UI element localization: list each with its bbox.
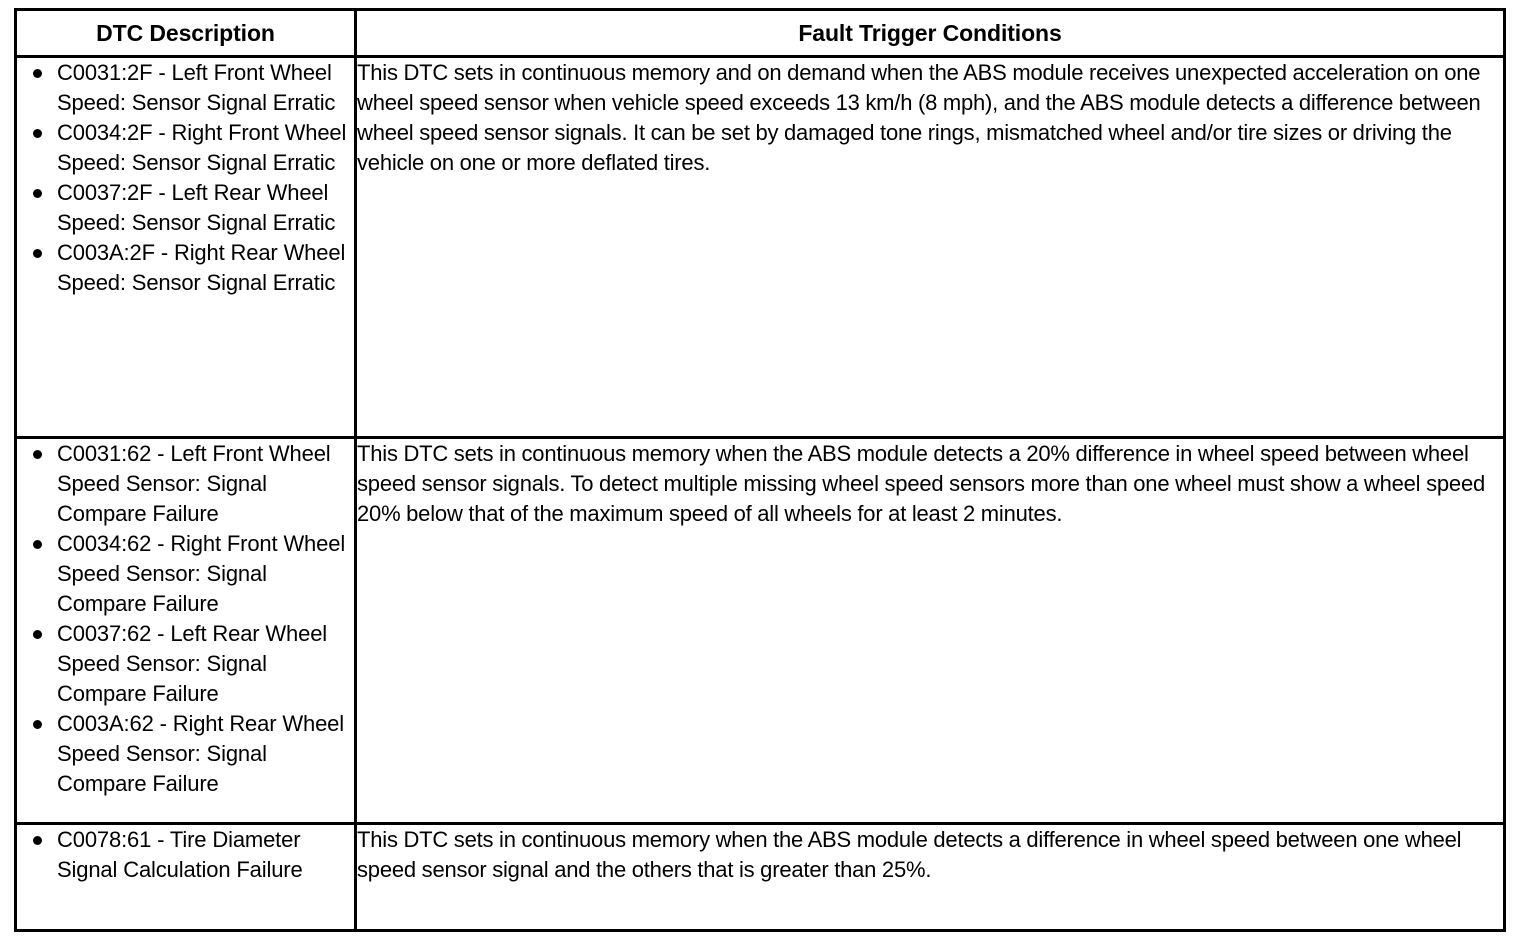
condition-text: This DTC sets in continuous memory when … bbox=[357, 827, 1462, 882]
bullet-icon bbox=[33, 630, 42, 639]
dtc-description-cell: C0078:61 - Tire Diameter Signal Calculat… bbox=[14, 822, 357, 932]
table-header-row: DTC Description Fault Trigger Conditions bbox=[14, 8, 1506, 58]
table-row: C0031:2F - Left Front Wheel Speed: Senso… bbox=[14, 55, 1506, 439]
list-item: C0078:61 - Tire Diameter Signal Calculat… bbox=[17, 825, 354, 885]
dtc-code-label: C0031:62 - Left Front Wheel Speed Sensor… bbox=[57, 441, 331, 526]
dtc-code-label: C0037:62 - Left Rear Wheel Speed Sensor:… bbox=[57, 621, 328, 706]
bullet-icon bbox=[33, 69, 42, 78]
dtc-code-label: C0034:62 - Right Front Wheel Speed Senso… bbox=[57, 531, 346, 616]
bullet-icon bbox=[33, 836, 42, 845]
dtc-fault-conditions-table: DTC Description Fault Trigger Conditions… bbox=[14, 8, 1506, 932]
list-item: C0034:2F - Right Front Wheel Speed: Sens… bbox=[17, 118, 354, 178]
dtc-code-label: C0031:2F - Left Front Wheel Speed: Senso… bbox=[57, 60, 336, 115]
dtc-list: C0031:2F - Left Front Wheel Speed: Senso… bbox=[17, 58, 354, 298]
bullet-icon bbox=[33, 540, 42, 549]
list-item: C0037:62 - Left Rear Wheel Speed Sensor:… bbox=[17, 619, 354, 709]
column-header-fault-trigger-conditions-label: Fault Trigger Conditions bbox=[798, 20, 1062, 46]
list-item: C003A:62 - Right Rear Wheel Speed Sensor… bbox=[17, 709, 354, 799]
bullet-icon bbox=[33, 249, 42, 258]
dtc-code-label: C0078:61 - Tire Diameter Signal Calculat… bbox=[57, 827, 303, 882]
table-row: C0078:61 - Tire Diameter Signal Calculat… bbox=[14, 822, 1506, 932]
list-item: C0031:2F - Left Front Wheel Speed: Senso… bbox=[17, 58, 354, 118]
fault-trigger-condition-cell: This DTC sets in continuous memory when … bbox=[354, 436, 1506, 825]
column-header-dtc-description-label: DTC Description bbox=[96, 20, 275, 46]
dtc-list: C0078:61 - Tire Diameter Signal Calculat… bbox=[17, 825, 354, 885]
column-header-dtc-description: DTC Description bbox=[14, 8, 357, 58]
list-item: C0031:62 - Left Front Wheel Speed Sensor… bbox=[17, 439, 354, 529]
bullet-icon bbox=[33, 129, 42, 138]
condition-text: This DTC sets in continuous memory and o… bbox=[357, 60, 1481, 175]
bullet-icon bbox=[33, 189, 42, 198]
dtc-code-label: C003A:62 - Right Rear Wheel Speed Sensor… bbox=[57, 711, 344, 796]
dtc-code-label: C0034:2F - Right Front Wheel Speed: Sens… bbox=[57, 120, 347, 175]
dtc-code-label: C003A:2F - Right Rear Wheel Speed: Senso… bbox=[57, 240, 346, 295]
bullet-icon bbox=[33, 720, 42, 729]
list-item: C0037:2F - Left Rear Wheel Speed: Sensor… bbox=[17, 178, 354, 238]
fault-trigger-condition-cell: This DTC sets in continuous memory when … bbox=[354, 822, 1506, 932]
list-item: C0034:62 - Right Front Wheel Speed Senso… bbox=[17, 529, 354, 619]
dtc-description-cell: C0031:2F - Left Front Wheel Speed: Senso… bbox=[14, 55, 357, 439]
dtc-code-label: C0037:2F - Left Rear Wheel Speed: Sensor… bbox=[57, 180, 336, 235]
dtc-description-cell: C0031:62 - Left Front Wheel Speed Sensor… bbox=[14, 436, 357, 825]
list-item: C003A:2F - Right Rear Wheel Speed: Senso… bbox=[17, 238, 354, 298]
table-row: C0031:62 - Left Front Wheel Speed Sensor… bbox=[14, 436, 1506, 825]
dtc-list: C0031:62 - Left Front Wheel Speed Sensor… bbox=[17, 439, 354, 799]
column-header-fault-trigger-conditions: Fault Trigger Conditions bbox=[354, 8, 1506, 58]
condition-text: This DTC sets in continuous memory when … bbox=[357, 441, 1486, 526]
table-body: C0031:2F - Left Front Wheel Speed: Senso… bbox=[14, 55, 1506, 932]
table-header: DTC Description Fault Trigger Conditions bbox=[14, 8, 1506, 58]
fault-trigger-condition-cell: This DTC sets in continuous memory and o… bbox=[354, 55, 1506, 439]
bullet-icon bbox=[33, 450, 42, 459]
